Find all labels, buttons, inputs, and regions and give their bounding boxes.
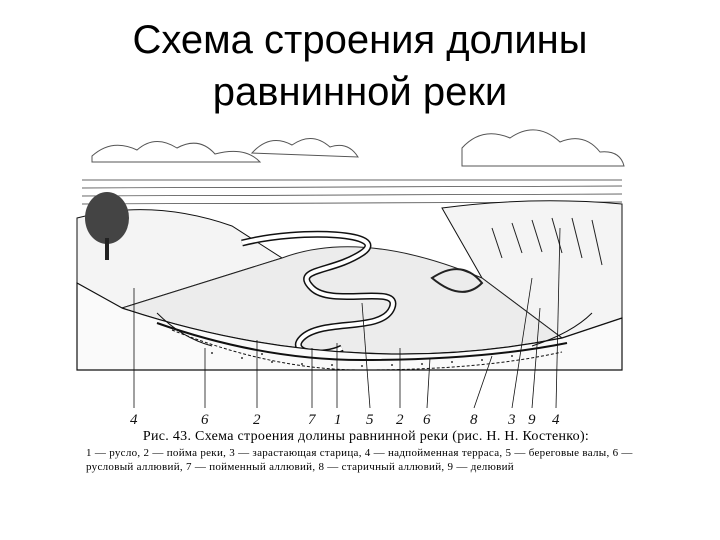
cross-section (76, 281, 623, 371)
callout-number: 6 (423, 412, 431, 428)
callout-number: 5 (366, 412, 374, 428)
caption-legend: 1 — русло, 2 — пойма реки, 3 — зарастающ… (86, 447, 633, 473)
callout-labels: 4 6 2 7 1 5 2 6 8 3 9 4 (130, 412, 560, 428)
caption-title: Рис. 43. Схема строения долины равнинной… (142, 429, 590, 444)
slide-title: Схема строения долины равнинной реки (0, 14, 720, 118)
callout-number: 4 (552, 412, 560, 428)
slope-vegetation (491, 217, 603, 266)
slide-title-line-2: равнинной реки (212, 70, 508, 114)
tree-icon (85, 192, 129, 260)
callout-number: 1 (334, 412, 342, 428)
callout-number: 7 (308, 412, 317, 428)
callout-leaders (133, 227, 561, 409)
callout-number: 4 (130, 412, 138, 428)
alluvium-layer (156, 322, 568, 362)
clouds (91, 129, 625, 167)
callout-number: 9 (528, 412, 536, 428)
valley-slopes (76, 200, 623, 339)
callout-number: 2 (253, 412, 261, 428)
callout-number: 3 (507, 412, 516, 428)
slide-title-line-1: Схема строения долины (132, 18, 588, 62)
figure-caption: Рис. 43. Схема строения долины равнинной… (86, 430, 646, 474)
callout-number: 2 (396, 412, 404, 428)
oxbow-lake (430, 268, 484, 293)
valley-drawing: 4 6 2 7 1 5 2 6 8 3 9 4 (76, 129, 625, 428)
callout-number: 6 (201, 412, 209, 428)
callout-number: 8 (470, 412, 478, 428)
river-valley-illustration: 4 6 2 7 1 5 2 6 8 3 9 4 (62, 108, 662, 500)
